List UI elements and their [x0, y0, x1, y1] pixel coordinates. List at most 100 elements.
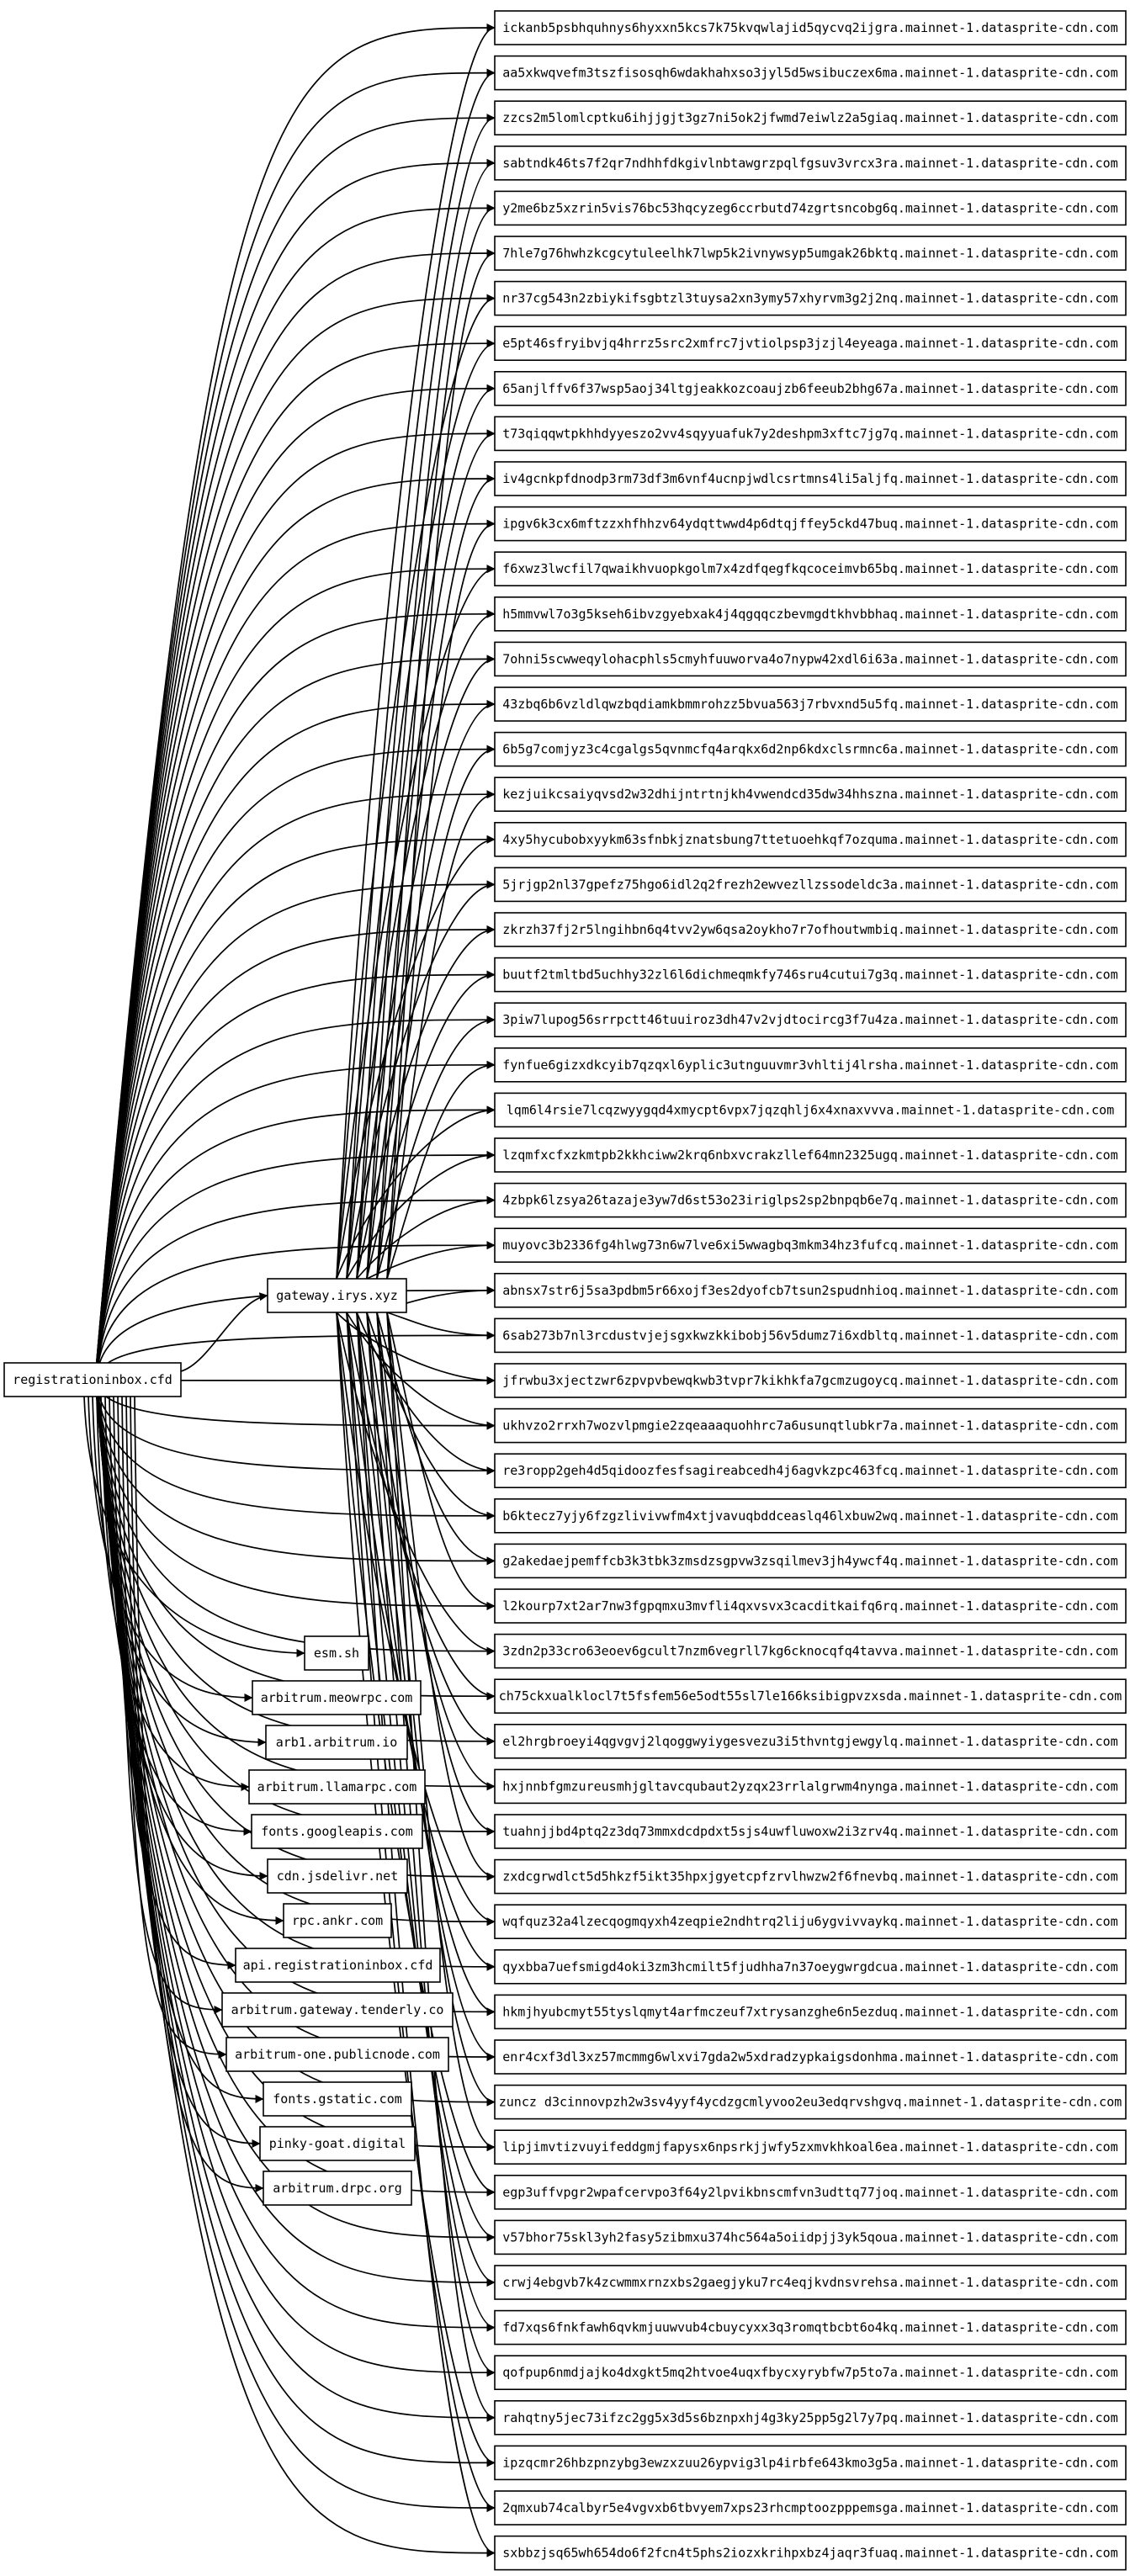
- node-label: zkrzh37fj2r5lngihbn6q4tvv2yw6qsa2oykho7r…: [502, 922, 1118, 937]
- host-node-esm-sh[interactable]: esm.sh: [304, 1635, 369, 1671]
- edge-gateway-to-cdn-39: [356, 1312, 496, 1746]
- cdn-host-node-48[interactable]: lipjimvtizvuyifeddgmjfapysx6npsrkjjwfy5z…: [494, 2129, 1127, 2165]
- host-node-arbitrum-llamarpc-com[interactable]: arbitrum.llamarpc.com: [248, 1769, 426, 1805]
- node-box: [494, 1317, 1127, 1354]
- cdn-host-node-15[interactable]: 7ohni5scwweqylohacphls5cmyhfuuworva4o7ny…: [494, 641, 1127, 677]
- node-label: re3ropp2geh4d5qidoozfesfsagireabcedh4j6a…: [502, 1463, 1118, 1478]
- cdn-host-node-21[interactable]: zkrzh37fj2r5lngihbn6q4tvv2yw6qsa2oykho7r…: [494, 912, 1127, 947]
- cdn-host-node-43[interactable]: wqfquz32a4lzecqogmqyxh4zeqpie2ndhtrq2lij…: [494, 1904, 1127, 1939]
- edge-root-to-cdn-25: [96, 1105, 496, 1377]
- host-node-fonts-gstatic-com[interactable]: fonts.gstatic.com: [263, 2081, 412, 2117]
- host-node-cdn-jsdelivr-net[interactable]: cdn.jsdelivr.net: [267, 1858, 408, 1894]
- cdn-host-node-14[interactable]: h5mmvwl7o3g5kseh6ibvzgyebxak4j4qgqqczbev…: [494, 596, 1127, 632]
- node-label: 65anjlffv6f37wsp5aoj34ltgjeakkozcoaujzb6…: [502, 381, 1118, 396]
- node-label: pinky-goat.digital: [269, 2136, 406, 2151]
- cdn-host-node-23[interactable]: 3piw7lupog56srrpctt46tuuiroz3dh47v2vjdto…: [494, 1002, 1127, 1037]
- cdn-host-node-57[interactable]: sxbbzjsq65wh654do6f2fcn4t5phs2iozxkrihpx…: [494, 2535, 1127, 2571]
- gateway-node[interactable]: gateway.irys.xyz: [267, 1278, 407, 1313]
- edge-root-to-cdn-37: [96, 1384, 496, 1656]
- cdn-host-node-39[interactable]: el2hrgbroeyi4qgvgvj2lqoggwyiygesvezu3i5t…: [494, 1724, 1127, 1759]
- cdn-host-node-53[interactable]: qofpup6nmdjajko4dxgkt5mq2htvoe4uqxfbycxy…: [494, 2355, 1127, 2390]
- cdn-host-node-35[interactable]: g2akedaejpemffcb3k3tbk3zmsdzsgpvw3zsqilm…: [494, 1543, 1127, 1579]
- cdn-host-node-37[interactable]: 3zdn2p33cro63eoev6gcult7nzm6vegrll7kg6ck…: [494, 1633, 1127, 1669]
- cdn-host-node-41[interactable]: tuahnjjbd4ptq2z3dq73mmxdcdpdxt5sjs4uwflu…: [494, 1814, 1127, 1849]
- cdn-host-node-2[interactable]: aa5xkwqvefm3tszfisosqh6wdakhahxso3jyl5d5…: [494, 55, 1127, 91]
- cdn-host-node-13[interactable]: f6xwz3lwcfil7qwaikhvuopkgolm7x4zdfqegfkq…: [494, 551, 1127, 587]
- cdn-host-node-12[interactable]: ipgv6k3cx6mftzzxhfhhzv64ydqttwwd4p6dtqjf…: [494, 506, 1127, 542]
- cdn-host-node-24[interactable]: fynfue6gizxdkcyib7qzqxl6yplic3utnguuvmr3…: [494, 1047, 1127, 1083]
- cdn-host-node-28[interactable]: muyovc3b2336fg4hlwg73n6w7lve6xi5wwagbq3m…: [494, 1227, 1127, 1263]
- cdn-host-node-32[interactable]: ukhvzo2rrxh7wozvlpmgie2zqeaaaquohhrc7a6u…: [494, 1407, 1127, 1444]
- cdn-host-node-47[interactable]: zuncz d3cinnovpzh2w3sv4yyf4ycdzgcmlyvoo2…: [494, 2084, 1127, 2120]
- cdn-host-node-6[interactable]: 7hle7g76hwhzkcgcytuleelhk7lwp5k2ivnywsyp…: [494, 236, 1127, 271]
- cdn-host-node-44[interactable]: qyxbba7uefsmigd4oki3zm3hcmilt5fjudhha7n3…: [494, 1949, 1127, 1985]
- cdn-host-node-26[interactable]: lzqmfxcfxzkmtpb2kkhciww2krq6nbxvcrakzlle…: [494, 1137, 1127, 1173]
- cdn-host-node-10[interactable]: t73qiqqwtpkhhdyyeszo2vv4sqyyuafuk7y2desh…: [494, 416, 1127, 452]
- node-label: zxdcgrwdlct5d5hkzf5ikt35hpxjgyetcpfzrvlh…: [502, 1869, 1118, 1884]
- host-node-arbitrum-meowrpc-com[interactable]: arbitrum.meowrpc.com: [252, 1680, 422, 1715]
- cdn-host-node-3[interactable]: zzcs2m5lomlcptku6ihjjgjt3gz7ni5ok2jfwmd7…: [494, 100, 1127, 135]
- host-node-api-registrationinbox-cfd[interactable]: api.registrationinbox.cfd: [235, 1948, 441, 1983]
- cdn-host-node-34[interactable]: b6ktecz7yjy6fzgzlivivwfm4xtjvavuqbddceas…: [494, 1498, 1127, 1534]
- cdn-host-node-52[interactable]: fd7xqs6fnkfawh6qvkmjuuwvub4cbuycyxx3q3ro…: [494, 2309, 1127, 2345]
- node-label: fonts.googleapis.com: [261, 1824, 413, 1839]
- node-box: [494, 2219, 1127, 2255]
- cdn-host-node-27[interactable]: 4zbpk6lzsya26tazaje3yw7d6st53o23iriglps2…: [494, 1182, 1127, 1218]
- cdn-host-node-42[interactable]: zxdcgrwdlct5d5hkzf5ikt35hpxjgyetcpfzrvlh…: [494, 1858, 1127, 1895]
- host-node-fonts-googleapis-com[interactable]: fonts.googleapis.com: [251, 1814, 423, 1849]
- cdn-host-node-33[interactable]: re3ropp2geh4d5qidoozfesfsagireabcedh4j6a…: [494, 1453, 1127, 1488]
- edge-gateway-to-cdn-12: [386, 519, 496, 1280]
- cdn-host-node-8[interactable]: e5pt46sfryibvjq4hrrz5src2xmfrc7jvtiolpsp…: [494, 326, 1127, 362]
- cdn-host-node-1[interactable]: ickanb5psbhquhnys6hyxxn5kcs7k75kvqwlajid…: [494, 10, 1127, 45]
- cdn-host-node-25[interactable]: lqm6l4rsie7lcqzwyygqd4xmycpt6vpx7jqzqhlj…: [494, 1092, 1127, 1128]
- node-label: arb1.arbitrum.io: [276, 1735, 398, 1750]
- edge-gateway-to-cdn-14: [346, 609, 496, 1280]
- cdn-host-node-51[interactable]: crwj4ebgvb7k4zcwmmxrnzxbs2gaegjyku7rc4eq…: [494, 2265, 1127, 2300]
- cdn-host-node-22[interactable]: buutf2tmltbd5uchhy32zl6l6dichmeqmkfy746s…: [494, 957, 1127, 993]
- cdn-host-node-16[interactable]: 43zbq6b6vzldlqwzbqdiamkbmmrohzz5bvua563j…: [494, 686, 1127, 722]
- node-label: hxjnnbfgmzureusmhjgltavcqubaut2yzqx23rrl…: [502, 1778, 1118, 1794]
- cdn-host-node-7[interactable]: nr37cg543n2zbiykifsgbtzl3tuysa2xn3ymy57x…: [494, 280, 1127, 316]
- host-node-rpc-ankr-com[interactable]: rpc.ankr.com: [283, 1903, 392, 1938]
- cdn-host-node-55[interactable]: ipzqcmr26hbzpnzybg3ewzxzuu26ypvig3lp4irb…: [494, 2445, 1127, 2481]
- edge-root-to-cdn-2: [96, 68, 496, 1361]
- cdn-host-node-56[interactable]: 2qmxub74calbyr5e4vgvxb6tbvyem7xps23rhcmp…: [494, 2490, 1127, 2526]
- host-node-arbitrum-one-publicnode-com[interactable]: arbitrum-one.publicnode.com: [225, 2037, 449, 2072]
- cdn-host-node-19[interactable]: 4xy5hycubobxyykm63sfnbkjznatsbung7ttetuo…: [494, 821, 1127, 857]
- cdn-host-node-20[interactable]: 5jrjgp2nl37gpefz75hgo6idl2q2frezh2ewvezl…: [494, 867, 1127, 903]
- cdn-host-node-30[interactable]: 6sab273b7nl3rcdustvjejsgxkwzkkibobj56v5d…: [494, 1317, 1127, 1354]
- cdn-host-node-31[interactable]: jfrwbu3xjectzwr6zpvpvbewqkwb3tvpr7kikhkf…: [494, 1363, 1127, 1398]
- edge-root-to-cdn-21: [96, 925, 496, 1374]
- cdn-host-node-4[interactable]: sabtndk46ts7f2qr7ndhhfdkgivlnbtawgrzpqlf…: [494, 146, 1127, 181]
- edge-gateway-to-cdn-46: [366, 1312, 496, 2061]
- host-node-arbitrum-drpc-org[interactable]: arbitrum.drpc.org: [263, 2171, 412, 2206]
- cdn-host-node-17[interactable]: 6b5g7comjyz3c4cgalgs5qvnmcfq4arqkx6d2np6…: [494, 731, 1127, 767]
- host-node-pinky-goat-digital[interactable]: pinky-goat.digital: [259, 2126, 416, 2161]
- node-label: 2qmxub74calbyr5e4vgvxb6tbvyem7xps23rhcmp…: [502, 2500, 1118, 2515]
- cdn-host-node-50[interactable]: v57bhor75skl3yh2fasy5zibmxu374hc564a5oii…: [494, 2219, 1127, 2255]
- edge-gateway-to-cdn-27: [356, 1195, 496, 1280]
- edge-root-to-cdn-7: [96, 294, 496, 1365]
- cdn-host-node-9[interactable]: 65anjlffv6f37wsp5aoj34ltgjeakkozcoaujzb6…: [494, 370, 1127, 406]
- cdn-host-node-46[interactable]: enr4cxf3dl3xz57mcmmg6wlxvi7gda2w5xdradzy…: [494, 2039, 1127, 2075]
- edge-root-to-cdn-22: [96, 970, 496, 1375]
- cdn-host-node-49[interactable]: egp3uffvpgr2wpafcervpo3f64y2lpvikbnscmfv…: [494, 2175, 1127, 2210]
- cdn-host-node-40[interactable]: hxjnnbfgmzureusmhjgltavcqubaut2yzqx23rrl…: [494, 1768, 1127, 1805]
- edge-root-to-cdn-15: [96, 655, 496, 1370]
- cdn-host-node-38[interactable]: ch75ckxualklocl7t5fsfem56e5odt55sl7le166…: [494, 1678, 1127, 1714]
- root-node[interactable]: registrationinbox.cfd: [3, 1362, 182, 1397]
- cdn-host-node-18[interactable]: kezjuikcsaiyqvsd2w32dhijntrtnjkh4vwendcd…: [494, 777, 1127, 813]
- cdn-host-node-29[interactable]: abnsx7str6j5sa3pdbm5r66xojf3es2dyofcb7ts…: [494, 1273, 1127, 1308]
- edge-root-to-cdn-50: [96, 1392, 496, 2242]
- cdn-host-node-11[interactable]: iv4gcnkpfdnodp3rm73df3m6vnf4ucnpjwdlcsrt…: [494, 461, 1127, 496]
- cdn-host-node-5[interactable]: y2me6bz5xzrin5vis76bc53hqcyzeg6ccrbutd74…: [494, 190, 1127, 226]
- node-box: [494, 461, 1127, 496]
- host-node-arb1-arbitrum-io[interactable]: arb1.arbitrum.io: [265, 1725, 408, 1760]
- node-label: arbitrum.meowrpc.com: [261, 1690, 413, 1705]
- edge-root-to-cdn-10: [96, 429, 496, 1367]
- cdn-host-node-54[interactable]: rahqtny5jec73ifzc2gg5x3d5s6bznpxhj4g3ky2…: [494, 2400, 1127, 2436]
- cdn-host-node-36[interactable]: l2kourp7xt2ar7nw3fgpqmxu3mvfli4qxvsvx3ca…: [494, 1588, 1127, 1624]
- cdn-host-node-45[interactable]: hkmjhyubcmyt55tyslqmyt4arfmczeuf7xtrysan…: [494, 1994, 1127, 2030]
- node-box: [494, 10, 1127, 45]
- host-node-arbitrum-gateway-tenderly-co[interactable]: arbitrum.gateway.tenderly.co: [221, 1992, 454, 2027]
